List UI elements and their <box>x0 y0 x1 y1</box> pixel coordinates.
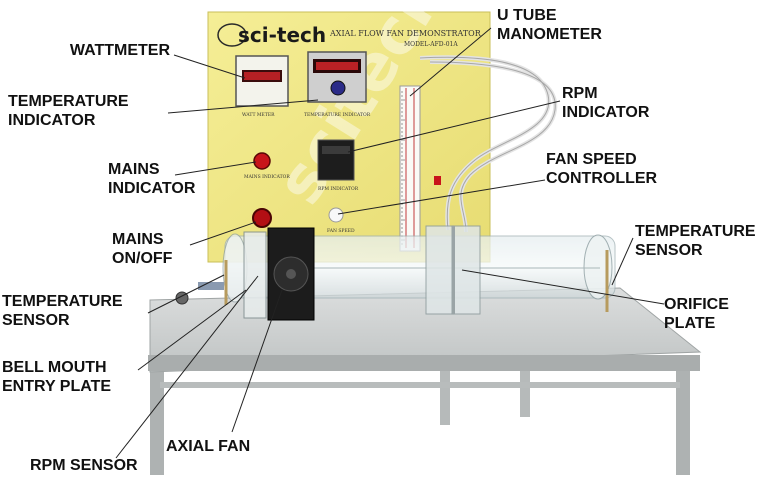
axial-fan <box>267 227 315 321</box>
brand-logo: sci-tech <box>217 23 326 47</box>
label-fan-speed-controller: FAN SPEED CONTROLLER <box>546 151 658 187</box>
acrylic-duct <box>222 233 616 303</box>
table-frame <box>150 360 690 475</box>
brand-text: sci-tech <box>238 23 326 47</box>
wattmeter-caption: WATT METER <box>242 112 275 118</box>
label-temperature-indicator: TEMPERATURE INDICATOR <box>8 93 129 129</box>
label-temperature-sensor-left: TEMPERATURE SENSOR <box>2 293 123 329</box>
mains-onoff-button <box>252 208 272 228</box>
label-temperature-sensor-right: TEMPERATURE SENSOR <box>635 223 756 259</box>
label-u-tube-manometer: U TUBE MANOMETER <box>497 7 602 43</box>
label-wattmeter: WATTMETER <box>69 42 170 59</box>
label-mains-onoff: MAINS ON/OFF <box>112 231 173 267</box>
label-rpm-sensor: RPM SENSOR <box>30 457 138 474</box>
label-rpm-indicator: RPM INDICATOR <box>562 85 650 121</box>
rpm-indicator-display <box>317 139 355 181</box>
panel-red-marker <box>434 176 441 185</box>
orifice-plate-flanges <box>425 225 481 315</box>
label-bell-mouth-entry-plate: BELL MOUTH ENTRY PLATE <box>2 359 112 395</box>
label-axial-fan: AXIAL FAN <box>166 438 251 455</box>
panel-title: AXIAL FLOW FAN DEMONSTRATOR <box>329 29 482 38</box>
fan-speed-caption: FAN SPEED <box>327 228 355 234</box>
fan-speed-knob <box>328 207 344 223</box>
leader-lines <box>115 27 665 459</box>
wattmeter-display <box>235 55 289 107</box>
temperature-indicator-caption: TEMPERATURE INDICATOR <box>304 112 371 118</box>
bell-mouth-plate <box>243 231 267 319</box>
panel-model: MODEL-AFD-01A <box>404 41 458 48</box>
temperature-indicator-display <box>307 51 367 103</box>
manometer-scale <box>399 85 421 252</box>
label-orifice-plate: ORIFICE PLATE <box>664 296 729 332</box>
rpm-indicator-caption: RPM INDICATOR <box>318 186 359 192</box>
table-edge <box>148 355 700 371</box>
mains-indicator-lamp <box>253 152 271 170</box>
label-mains-indicator: MAINS INDICATOR <box>108 161 196 197</box>
side-bracket <box>198 282 224 290</box>
mains-indicator-caption: MAINS INDICATOR <box>244 174 290 180</box>
